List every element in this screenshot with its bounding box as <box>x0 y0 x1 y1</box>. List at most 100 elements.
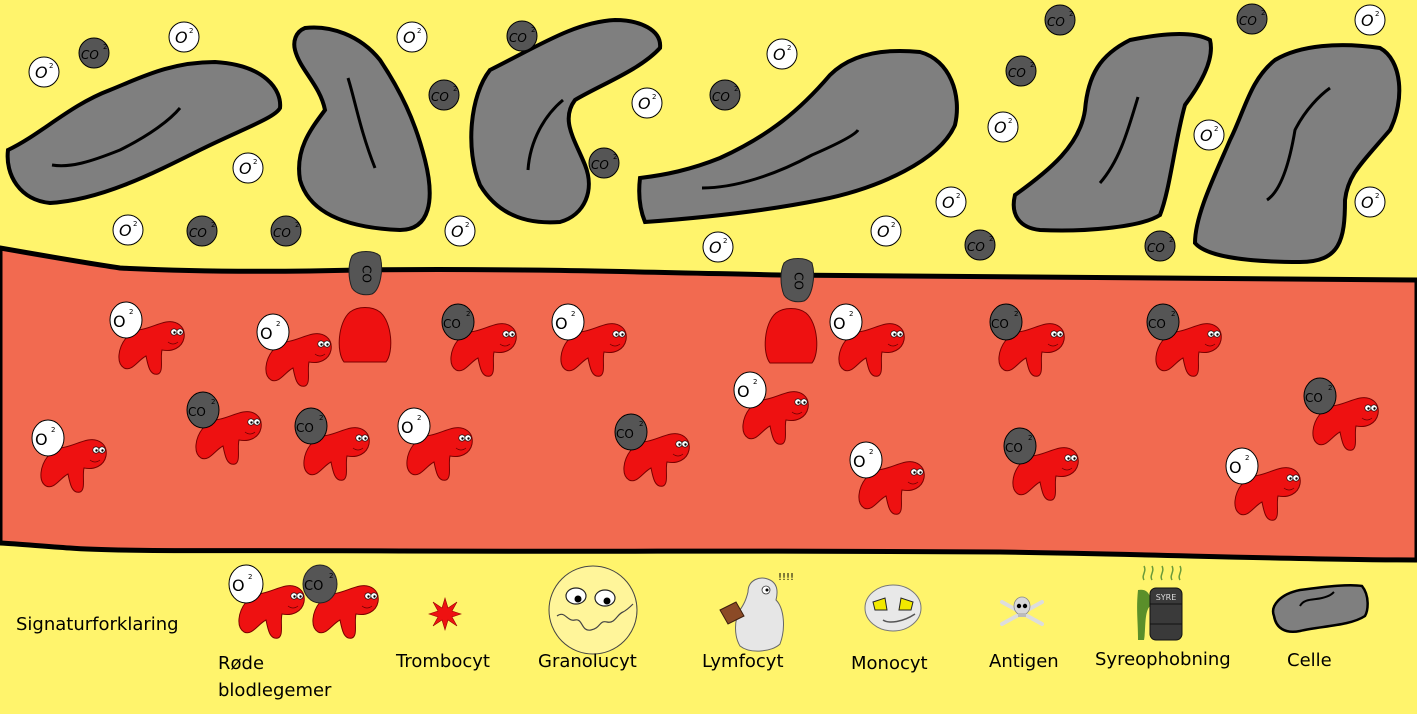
co2-molecule <box>186 391 220 429</box>
co2-label: CO <box>1239 14 1257 28</box>
o2-label: O <box>877 222 890 241</box>
co2-at-vessel-wall: CO <box>348 251 383 296</box>
co2-molecule: CO2 <box>506 20 538 52</box>
subscript: 2 <box>329 572 333 580</box>
subscript: 2 <box>319 414 323 422</box>
o2-molecule <box>109 301 143 339</box>
co2-molecule: CO2 <box>588 147 620 179</box>
legend-label-acid: Syreophobning <box>1095 649 1231 670</box>
co2-label: CO <box>792 272 806 290</box>
exclamation-marks: !!!! <box>778 572 794 583</box>
red-blood-cell: CO2 <box>294 407 370 481</box>
subscript: 2 <box>1171 310 1175 318</box>
granulocyte-icon <box>548 565 638 655</box>
red-blood-cell: CO2 <box>1303 377 1379 451</box>
co2-label: CO <box>1047 15 1065 29</box>
acid-barrel-icon: SYRE <box>1137 565 1183 641</box>
subscript: 2 <box>1261 9 1265 17</box>
tissue-cell <box>5 59 283 206</box>
subscript: 2 <box>253 158 257 166</box>
o2-label: O <box>113 312 126 331</box>
subscript: 2 <box>989 235 993 243</box>
co2-label: CO <box>81 48 99 62</box>
subscript: 2 <box>189 27 193 35</box>
legend-label-line: blodlegemer <box>218 680 332 701</box>
subscript: 2 <box>211 221 215 229</box>
subscript: 2 <box>1245 454 1249 462</box>
subscript: 2 <box>417 414 421 422</box>
o2-label: O <box>1361 11 1374 30</box>
legend-label-line: Røde <box>218 653 265 674</box>
co2-molecule: CO2 <box>709 79 741 111</box>
red-blood-cell: CO2 <box>441 303 517 377</box>
subscript: 2 <box>956 192 960 200</box>
legend-label-granulocyte: Granolucyt <box>538 651 637 672</box>
legend-label-lymphocyte: Lymfocyt <box>702 651 784 672</box>
tissue-cell <box>1192 43 1402 265</box>
o2-label: O <box>994 118 1007 137</box>
subscript: 2 <box>1375 10 1379 18</box>
legend-label-thrombocyte: Trombocyt <box>396 651 490 672</box>
legend-label-monocyte: Monocyt <box>851 653 928 674</box>
co2-label: CO <box>712 90 730 104</box>
subscript: 2 <box>248 573 252 581</box>
o2-label: O <box>1229 458 1242 477</box>
co2-label: CO <box>1305 391 1323 405</box>
barrel-text: SYRE <box>1156 593 1177 602</box>
subscript: 2 <box>465 221 469 229</box>
monocyte-icon <box>864 584 922 632</box>
o2-label: O <box>638 94 651 113</box>
co2-molecule: CO2 <box>1044 4 1076 36</box>
skull-crossbones-icon <box>1000 596 1044 626</box>
co2-molecule: CO 2 <box>1236 3 1268 35</box>
o2-molecule <box>551 303 585 341</box>
legend-title: Signaturforklaring <box>16 614 179 635</box>
o2-label: O <box>403 28 416 47</box>
o2-label: O <box>401 418 414 437</box>
red-blood-cell: CO2 <box>1003 427 1079 501</box>
co2-label: CO <box>188 405 206 419</box>
co2-molecule <box>1303 377 1337 415</box>
rbc-at-vessel-wall <box>338 307 392 363</box>
co2-molecule: CO2 <box>1005 55 1037 87</box>
co2-label: CO <box>431 90 449 104</box>
subscript: 2 <box>466 310 470 318</box>
co2-label: CO <box>591 158 609 172</box>
subscript: 2 <box>869 448 873 456</box>
co2-label: CO <box>509 31 527 45</box>
o2-label: O <box>119 221 132 240</box>
subscript: 2 <box>129 308 133 316</box>
red-blood-cell-icon: CO 2 <box>302 564 379 639</box>
tissue-cell <box>637 48 959 225</box>
co2-molecule: CO2 <box>270 215 302 247</box>
co2-label: CO <box>1005 441 1023 455</box>
subscript: 2 <box>133 220 137 228</box>
lymphocyte-icon: !!!! <box>719 572 794 652</box>
o2-label: O <box>555 314 568 333</box>
co2-label: CO <box>1008 66 1026 80</box>
subscript: 2 <box>1014 310 1018 318</box>
subscript: 2 <box>295 221 299 229</box>
co2-molecule: CO2 <box>1144 230 1176 262</box>
red-blood-cell-icon: O 2 <box>228 564 305 639</box>
subscript: 2 <box>103 43 107 51</box>
subscript: 2 <box>1214 125 1218 133</box>
o2-molecule <box>829 303 863 341</box>
